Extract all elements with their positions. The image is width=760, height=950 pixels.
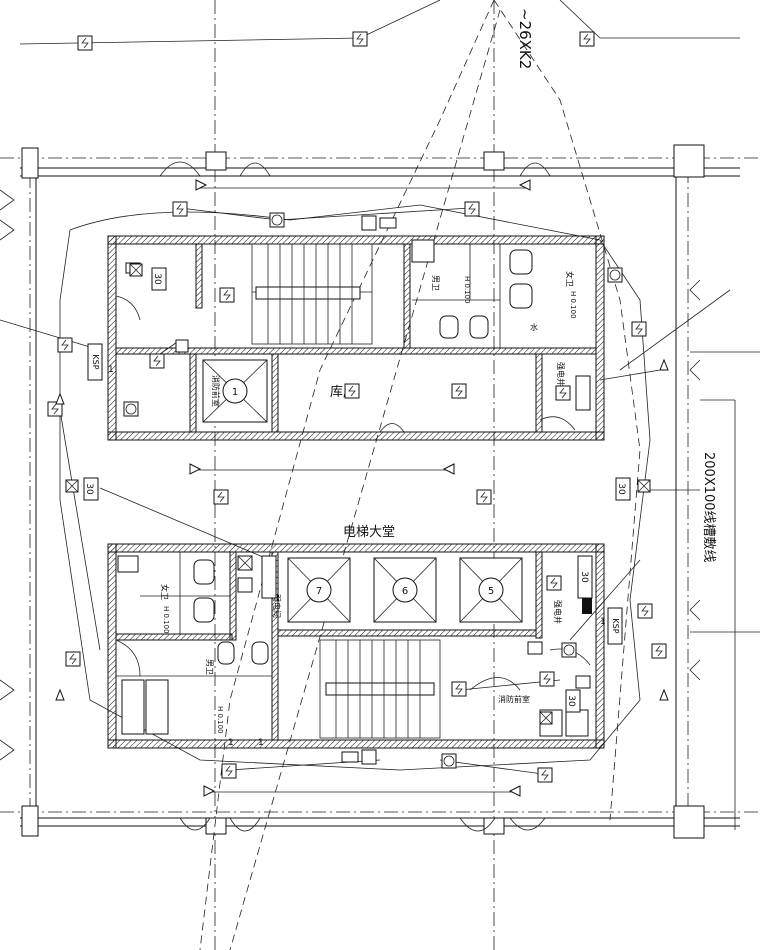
elevator-shaft-1: 1 [202,359,268,423]
upper-core: 1 库房 强电井 消防前室 男卫 女卫 水 H 0.100 H 0.100 [107,235,605,441]
light-symbol [464,201,480,217]
elevator-shaft-7: 7 [287,557,351,623]
light-symbol [221,763,237,779]
light-symbol [172,201,188,217]
light-symbol [631,321,647,337]
light-symbol [47,401,63,417]
ceiling-light-symbol [561,642,577,658]
elevator-shaft-6: 6 [373,557,437,623]
light-symbol [65,651,81,667]
light-symbol [637,603,653,619]
ceiling-light-symbol [269,212,285,228]
level-c: H 0.100 [162,606,170,634]
ksp-b: KSP [611,618,620,633]
panel-30-a: 30 [152,273,162,285]
panel-boxes: 30 30 30 30 30 KSP KSP 1 1 1 1 [65,263,651,748]
panel-30-b: 30 [84,483,94,495]
room-water: 水 [530,322,538,332]
light-symbol [476,489,492,505]
elevator-shaft-5: 5 [459,557,523,623]
room-strong-lower: 强电井 [553,600,563,624]
light-symbol [213,489,229,505]
elevator-number-7: 7 [316,586,322,597]
room-elevator-hall: 电梯大堂 [343,525,395,540]
building-outline [0,144,760,839]
light-symbol [537,767,553,783]
light-symbol [451,383,467,399]
level-d: H 0.100 [216,706,224,734]
elevator-number-6: 6 [402,586,408,597]
lower-core: 7 6 5 [107,525,605,749]
level-a: H 0.100 [463,276,471,304]
elevator-number-5: 5 [488,586,494,597]
room-weak: 弱电间 [272,594,282,618]
ceiling-light-symbol [607,267,623,283]
light-symbol [57,337,73,353]
cable-label: ~26XK2 [516,8,534,69]
panel-30-c: 30 [616,483,626,495]
room-fire-lower: 消防前室 [498,694,530,704]
elevator-number-1: 1 [232,387,238,398]
trunk-label: 200X100线槽敷线 [701,452,716,563]
marker-a: 1 [108,365,114,375]
light-symbol [352,31,368,47]
marker-b: 1 [600,617,606,627]
ceiling-light-symbol [123,401,139,417]
room-wc-men: 男卫 [205,659,214,675]
dashed-routes [199,0,641,950]
upper-stair [251,243,373,345]
light-symbol [555,385,571,401]
marker-d: 1 [258,738,264,748]
light-symbol [546,575,562,591]
room-strong-upper: 强电井 [556,362,566,386]
level-b: H 0.100 [569,291,577,319]
room-fire-upper: 消防前室 [211,375,221,407]
light-symbol [77,35,93,51]
ceiling-light-symbol [441,753,457,769]
panel-30-e: 30 [579,571,589,583]
light-symbol [651,643,667,659]
room-wc-upper-men: 男卫 [431,275,440,291]
panel-30-d: 30 [566,695,576,707]
light-symbol [344,383,360,399]
light-symbol [539,671,555,687]
electrical-symbols [47,31,669,797]
light-symbol [149,353,165,369]
room-wc-upper-women: 女卫 [565,271,575,287]
room-wc-women: 女卫 [160,584,170,600]
light-symbol [219,287,235,303]
ksp-a: KSP [91,354,100,369]
lower-stair [319,639,441,739]
marker-c: 1 [228,738,234,748]
light-symbol [579,31,595,47]
light-symbol [451,681,467,697]
